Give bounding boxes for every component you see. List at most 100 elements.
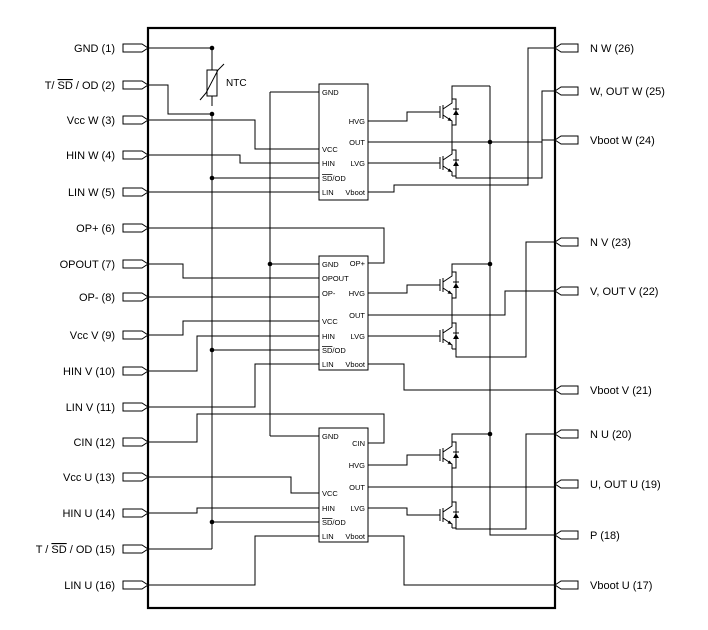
pin-lin-w [122, 187, 149, 197]
module-outline [146, 26, 557, 610]
wire-opout [148, 263, 319, 279]
diode-arrow [453, 334, 459, 339]
ic-w-lvg: LVG [351, 159, 366, 168]
wire-op-plus [148, 227, 385, 264]
left-pin-labels: GND (1) T/ SD / OD (2) Vcc W (3) HIN W (… [36, 43, 115, 592]
ic-w-hvg: HVG [349, 117, 365, 126]
pin-label-hin-w: HIN W (4) [66, 150, 115, 162]
ic-u-lin: LIN [322, 532, 334, 541]
ic-v-gnd: GND [322, 260, 339, 269]
pin-gnd [122, 43, 149, 53]
pin-n-u [554, 429, 579, 439]
diode-arrow [453, 161, 459, 166]
pin-label-n-u: N U (20) [590, 429, 632, 441]
wire-out-w [368, 90, 555, 143]
wire-out-v [368, 290, 555, 316]
wire-t-sd-od-2 [148, 84, 212, 115]
right-pin-connectors [554, 43, 579, 590]
igbt-switches [436, 85, 490, 529]
ic-v-out: OUT [349, 311, 365, 320]
left-pin-connectors [122, 43, 149, 590]
pin-label-hin-u: HIN U (14) [62, 508, 115, 520]
junction-dot [209, 519, 215, 525]
wire-vboot-u [368, 535, 555, 586]
ic-u-hin: HIN [322, 504, 335, 513]
emitter-arrow [447, 290, 452, 294]
pin-n-v [554, 237, 579, 247]
pin-label-op-minus: OP- (8) [79, 292, 115, 304]
collector-to-p [451, 433, 490, 442]
junction-dot [209, 175, 215, 181]
pin-label-lin-v: LIN V (11) [66, 402, 115, 414]
gate-lead [436, 157, 441, 169]
wire-lvg-u [368, 507, 436, 516]
pin-op-minus [122, 292, 149, 302]
wire-hin-u [148, 507, 319, 514]
pin-label-t-sd-od-2: T/ SD / OD (2) [45, 80, 115, 92]
ic-v-lvg: LVG [351, 332, 366, 341]
ic-w-vcc: VCC [322, 145, 338, 154]
ic-u-lvg: LVG [351, 504, 366, 513]
collector-emitter [442, 272, 453, 298]
pin-label-w-out-w: W, OUT W (25) [590, 86, 665, 98]
wire-n-u [455, 433, 555, 530]
wire-lin-u [148, 535, 319, 586]
pin-label-vboot-u: Vboot U (17) [590, 580, 652, 592]
pin-label-vcc-v: Vcc V (9) [70, 330, 115, 342]
ic-v-lin: LIN [322, 360, 334, 369]
wire-vboot-w [368, 47, 555, 193]
ntc-body [206, 69, 218, 97]
driver-ic-w: GND VCC HIN SD/OD LIN HVG OUT LVG Vboot [318, 83, 369, 201]
pin-label-n-w: N W (26) [590, 43, 634, 55]
pin-vboot-w [554, 135, 579, 145]
pin-w-out-w [554, 86, 579, 96]
gate-lead [436, 106, 441, 118]
emitter-arrow [447, 168, 452, 172]
pin-hin-w [122, 150, 149, 160]
wire-hin-v [148, 335, 319, 372]
pin-label-opout: OPOUT (7) [60, 259, 115, 271]
pin-label-u-out-u: U, OUT U (19) [590, 479, 661, 491]
pin-label-p: P (18) [590, 530, 620, 542]
collector-emitter [442, 323, 453, 349]
emitter-arrow [447, 460, 452, 464]
ntc-label: NTC [226, 78, 247, 89]
collector-to-p [451, 85, 490, 99]
pin-label-vboot-w: Vboot W (24) [590, 135, 655, 147]
wire-n-v [455, 241, 555, 358]
collector-emitter [442, 442, 453, 468]
ic-v-vcc: VCC [322, 317, 338, 326]
diode-arrow [453, 110, 459, 115]
ic-v-sdod: SD/OD [322, 346, 346, 355]
right-pin-labels: N W (26) W, OUT W (25) Vboot W (24) N V … [590, 43, 665, 592]
wire-vboot-w-pin [455, 139, 555, 179]
emitter-arrow [447, 117, 452, 121]
pin-label-op-plus: OP+ (6) [76, 223, 115, 235]
pin-p [554, 530, 579, 540]
ic-w-gnd: GND [322, 88, 339, 97]
ic-w-hin: HIN [322, 159, 335, 168]
wire-vcc-u [148, 476, 319, 494]
pin-label-vboot-v: Vboot V (21) [590, 385, 652, 397]
ic-w-lin: LIN [322, 188, 334, 197]
wire-hvg-w [368, 111, 436, 122]
pin-n-w [554, 43, 579, 53]
wire-hvg-v [368, 284, 436, 294]
pin-label-lin-u: LIN U (16) [64, 580, 115, 592]
igbt-v-high [436, 263, 490, 299]
pin-label-n-v: N V (23) [590, 237, 631, 249]
junction-dot [209, 347, 215, 353]
diode-arrow [453, 513, 459, 518]
pin-label-vcc-w: Vcc W (3) [67, 115, 115, 127]
pin-label-v-out-v: V, OUT V (22) [590, 286, 658, 298]
wire-out-u [368, 484, 556, 488]
ic-v-op-plus: OP+ [350, 259, 366, 268]
igbt-v-low [436, 322, 459, 350]
pin-vcc-u [122, 472, 149, 482]
emitter-arrow [447, 520, 452, 524]
ic-u-cin: CIN [352, 439, 365, 448]
pin-lin-v [122, 402, 149, 412]
junction-dot [487, 139, 493, 145]
driver-ic-v-body [318, 255, 369, 371]
